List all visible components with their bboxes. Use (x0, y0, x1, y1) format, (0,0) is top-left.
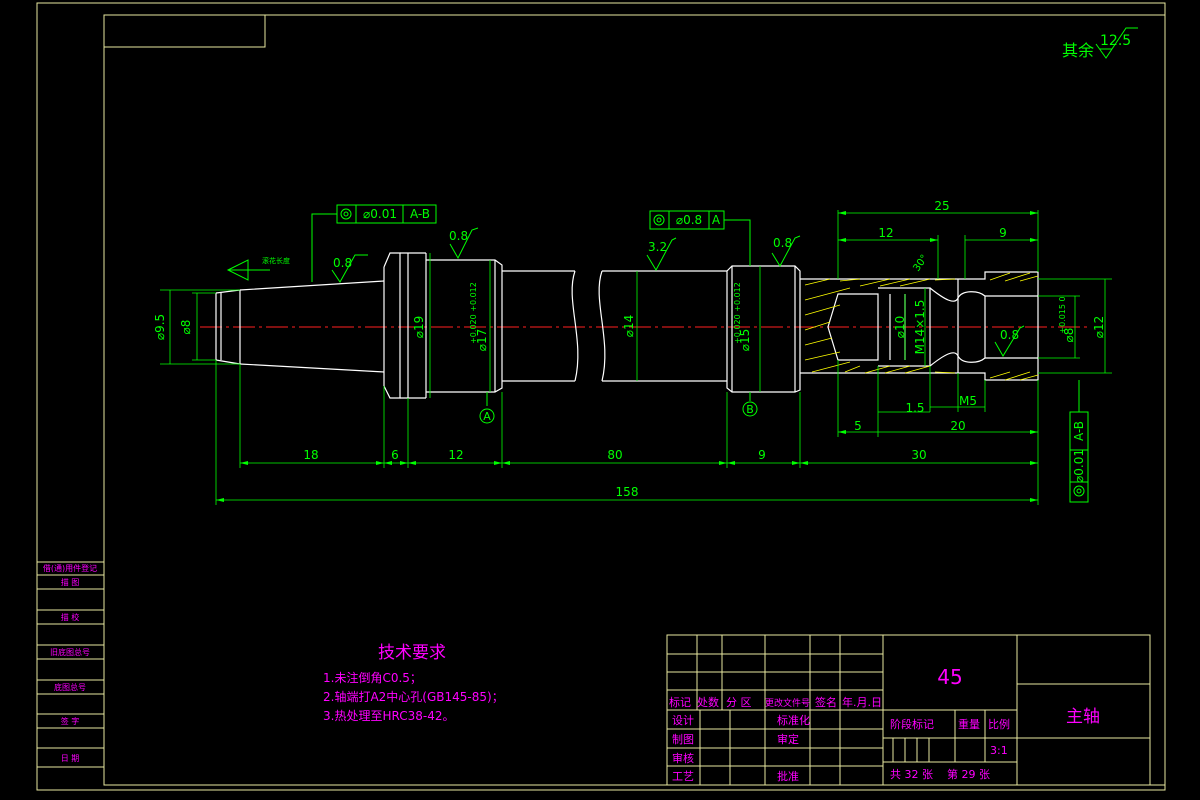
dim-l9b: 9 (999, 226, 1007, 240)
tolerance-value: ⌀0.8 (676, 213, 702, 227)
material: 45 (937, 665, 962, 689)
dim-d8b-tol: +0.015 0 (1058, 296, 1067, 333)
tech-req-item: 3.热处理至HRC38-42。 (323, 709, 454, 723)
roughness-value: 0.8 (333, 256, 352, 270)
role-cell: 审定 (777, 732, 799, 746)
left-table-cell: 描 校 (61, 612, 80, 622)
role-cell: 批准 (777, 769, 799, 783)
tolerance-datum: A (712, 213, 721, 227)
dim-l9: 9 (758, 448, 766, 462)
dim-d15: ⌀15 (738, 329, 752, 352)
role-cell: 审核 (672, 751, 694, 765)
weight-label: 重量 (958, 717, 980, 731)
dim-d17-tol: +0.020 +0.012 (469, 282, 478, 344)
dim-l6: 6 (391, 448, 399, 462)
tolerance-datum: A-B (1072, 421, 1086, 441)
dim-l30: 30 (911, 448, 926, 462)
header-cell: 处数 (697, 696, 719, 709)
left-table-cell: 借(通)用件登记 (43, 563, 97, 573)
concentricity-icon (340, 208, 352, 220)
dim-angle: 30° (911, 253, 930, 274)
header-cell: 标记 (669, 695, 691, 709)
dim-d10: ⌀10 (893, 316, 907, 339)
shaft-outline (215, 252, 1039, 399)
part-name: 主轴 (1066, 707, 1100, 727)
stage-label: 阶段标记 (890, 717, 934, 731)
role-cell: 制图 (672, 733, 694, 746)
tolerance-value: ⌀0.01 (363, 207, 397, 221)
roughness-value: 3.2 (648, 240, 667, 254)
roughness-symbol-icon (1095, 27, 1138, 59)
dim-l15: 1.5 (905, 401, 924, 415)
tolerance-frame-3: ⌀0.01 A-B (1069, 380, 1089, 503)
dim-d8: ⌀8 (179, 320, 193, 335)
left-registration-table: 借(通)用件登记 描 图 描 校 旧底图总号 底图总号 签 字 日 期 (36, 561, 105, 768)
role-cell: 标准化 (777, 713, 810, 727)
dim-l12: 12 (448, 448, 463, 462)
roughness-value: 0.8 (1000, 328, 1019, 342)
roughness-marks (226, 227, 1025, 357)
dim-m14: M14×1.5 (913, 300, 927, 355)
roughness-value: 0.8 (449, 229, 468, 243)
dim-d14: ⌀14 (622, 315, 636, 338)
tech-req-item: 2.轴端打A2中心孔(GB145-85)； (323, 689, 504, 704)
feature-note: 滚花长度 (262, 256, 290, 265)
header-cell: 签名 (815, 695, 837, 709)
left-table-cell: 签 字 (61, 716, 80, 726)
default-finish-value: 12.5 (1100, 33, 1131, 49)
dim-d15-tol: +0.020 +0.012 (733, 282, 742, 344)
default-surface-finish: 其余 12.5 (1062, 27, 1138, 60)
roughness-value: 0.8 (773, 236, 792, 250)
datum-markers (479, 392, 758, 424)
datum-b-icon (742, 401, 758, 417)
technical-requirements: 技术要求 1.未注倒角C0.5； 2.轴端打A2中心孔(GB145-85)； 3… (323, 643, 504, 723)
left-table-cell: 描 图 (61, 577, 80, 587)
tech-req-item: 1.未注倒角C0.5； (323, 670, 422, 685)
tolerance-datum: A-B (410, 207, 430, 221)
concentricity-icon (653, 214, 665, 226)
scale-value: 3:1 (990, 744, 1008, 757)
dim-d17: ⌀17 (475, 329, 489, 352)
tolerance-frame-1: ⌀0.01 A-B (311, 204, 437, 282)
dim-d95: ⌀9.5 (153, 314, 167, 340)
left-table-cell: 旧底图总号 (50, 647, 90, 657)
dimension-lines (160, 210, 1112, 505)
concentricity-icon (1073, 485, 1085, 497)
tech-req-title: 技术要求 (378, 643, 446, 663)
header-cell: 年.月.日 (842, 695, 882, 709)
sheet-count: 共 32 张 第 29 张 (890, 767, 990, 781)
datum-b-label: B (746, 403, 754, 416)
datum-a-icon (479, 408, 495, 424)
scale-label: 比例 (988, 717, 1010, 731)
dim-l25: 25 (934, 199, 949, 213)
role-cell: 设计 (672, 714, 694, 727)
dim-l5: 5 (854, 419, 862, 433)
dim-l12b: 12 (878, 226, 893, 240)
left-table-cell: 日 期 (61, 754, 80, 763)
dim-d19: ⌀19 (412, 316, 426, 339)
dim-l158: 158 (616, 485, 639, 499)
role-cell: 工艺 (672, 770, 694, 783)
dim-l20: 20 (950, 419, 965, 433)
sheet-frame (36, 2, 1166, 791)
section-hatching (804, 272, 1039, 381)
dim-l80: 80 (607, 448, 622, 462)
dim-l18: 18 (303, 448, 318, 462)
default-finish-prefix: 其余 (1062, 41, 1094, 60)
tolerance-frame-2: ⌀0.8 A (649, 210, 751, 266)
left-table-cell: 底图总号 (54, 682, 86, 692)
dim-d8b: ⌀8 (1062, 328, 1076, 343)
datum-a-label: A (483, 410, 491, 423)
dim-d12: ⌀12 (1092, 316, 1106, 339)
header-cell: 分 区 (726, 696, 752, 709)
dim-m5: M5 (959, 394, 977, 408)
tolerance-value: ⌀0.01 (1072, 449, 1086, 483)
title-block: 45 主轴 标记 处数 分 区 更改文件号 签名 年.月.日 设计 制图 审核 … (666, 634, 1151, 786)
header-cell: 更改文件号 (765, 697, 810, 709)
